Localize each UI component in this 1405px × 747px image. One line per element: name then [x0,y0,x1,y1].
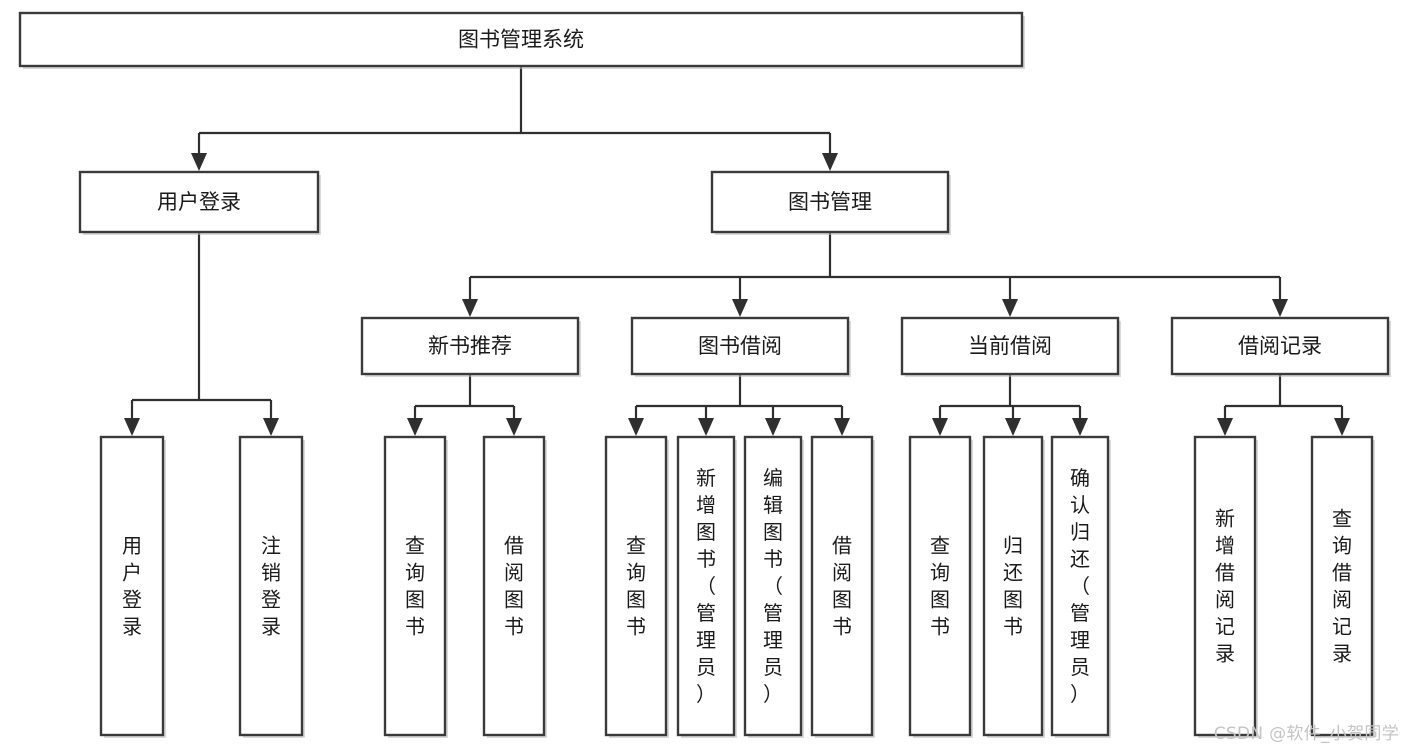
node-leaf[interactable]: 借阅图书 [482,435,547,738]
node-label: 归还图书 [1003,533,1023,638]
node-leaf[interactable]: 用户登录 [99,435,166,738]
arrow-head-icon [834,418,850,436]
node-label: 当前借阅 [968,334,1052,358]
node-leaf[interactable]: 借阅图书 [810,435,875,738]
node-leaf[interactable]: 新增借阅记录 [1193,435,1258,738]
node-level2[interactable]: 图书借阅 [630,316,851,377]
node-level2[interactable]: 当前借阅 [900,316,1121,377]
arrow-head-icon [1005,418,1021,436]
arrow-head-icon [628,418,644,436]
node-leaf[interactable]: 查询图书 [383,435,448,738]
node-level2[interactable]: 借阅记录 [1170,316,1391,377]
arrow-head-icon [407,418,423,436]
node-label: 借阅图书 [504,533,524,638]
arrow-head-icon [506,418,522,436]
arrow-head-icon [765,418,781,436]
arrow-head-icon [932,418,948,436]
node-label: 确认归还（管理员） [1070,466,1090,706]
node-label: 图书管理系统 [458,28,584,52]
arrow-head-icon [1002,299,1018,317]
arrow-head-icon [732,299,748,317]
node-label: 查询图书 [930,533,950,638]
arrow-head-icon [1217,418,1233,436]
node-label: 新增借阅记录 [1215,506,1235,665]
arrow-head-icon [822,153,838,171]
node-label: 注销登录 [261,533,281,638]
node-label: 新增图书（管理员） [696,466,716,706]
arrow-head-icon [263,418,279,436]
node-leaf[interactable]: 注销登录 [238,435,305,738]
csdn-watermark: CSDN @软件_小贺同学 [1213,724,1399,744]
node-leaf[interactable]: 查询借阅记录 [1310,435,1375,738]
node-label: 借阅图书 [832,533,852,638]
node-label: 查询图书 [405,533,425,638]
node-label: 图书管理 [788,190,872,214]
node-leaf[interactable]: 编辑图书（管理员） [743,435,804,738]
node-label: 图书借阅 [698,334,782,358]
node-label: 用户登录 [122,533,142,638]
arrow-head-icon [124,418,140,436]
node-root[interactable]: 图书管理系统 [18,11,1025,69]
node-label: 查询借阅记录 [1332,506,1352,665]
node-leaf[interactable]: 确认归还（管理员） [1050,435,1111,738]
arrow-head-icon [462,299,478,317]
node-label: 新书推荐 [428,334,512,358]
arrow-head-icon [1072,418,1088,436]
node-leaf[interactable]: 归还图书 [982,435,1045,738]
node-layer: 图书管理系统用户登录图书管理新书推荐图书借阅当前借阅借阅记录用户登录注销登录查询… [18,11,1391,738]
connector-layer [124,66,1350,436]
arrow-head-icon [698,418,714,436]
node-level1[interactable]: 用户登录 [78,170,321,235]
node-label: 用户登录 [157,190,241,214]
node-label: 借阅记录 [1238,334,1322,358]
node-leaf[interactable]: 查询图书 [908,435,973,738]
node-level1[interactable]: 图书管理 [710,170,951,235]
arrow-head-icon [191,153,207,171]
node-leaf[interactable]: 新增图书（管理员） [676,435,737,738]
node-label: 编辑图书（管理员） [763,466,783,706]
arrow-head-icon [1334,418,1350,436]
node-leaf[interactable]: 查询图书 [604,435,669,738]
arrow-head-icon [1272,299,1288,317]
node-label: 查询图书 [626,533,646,638]
node-level2[interactable]: 新书推荐 [360,316,581,377]
